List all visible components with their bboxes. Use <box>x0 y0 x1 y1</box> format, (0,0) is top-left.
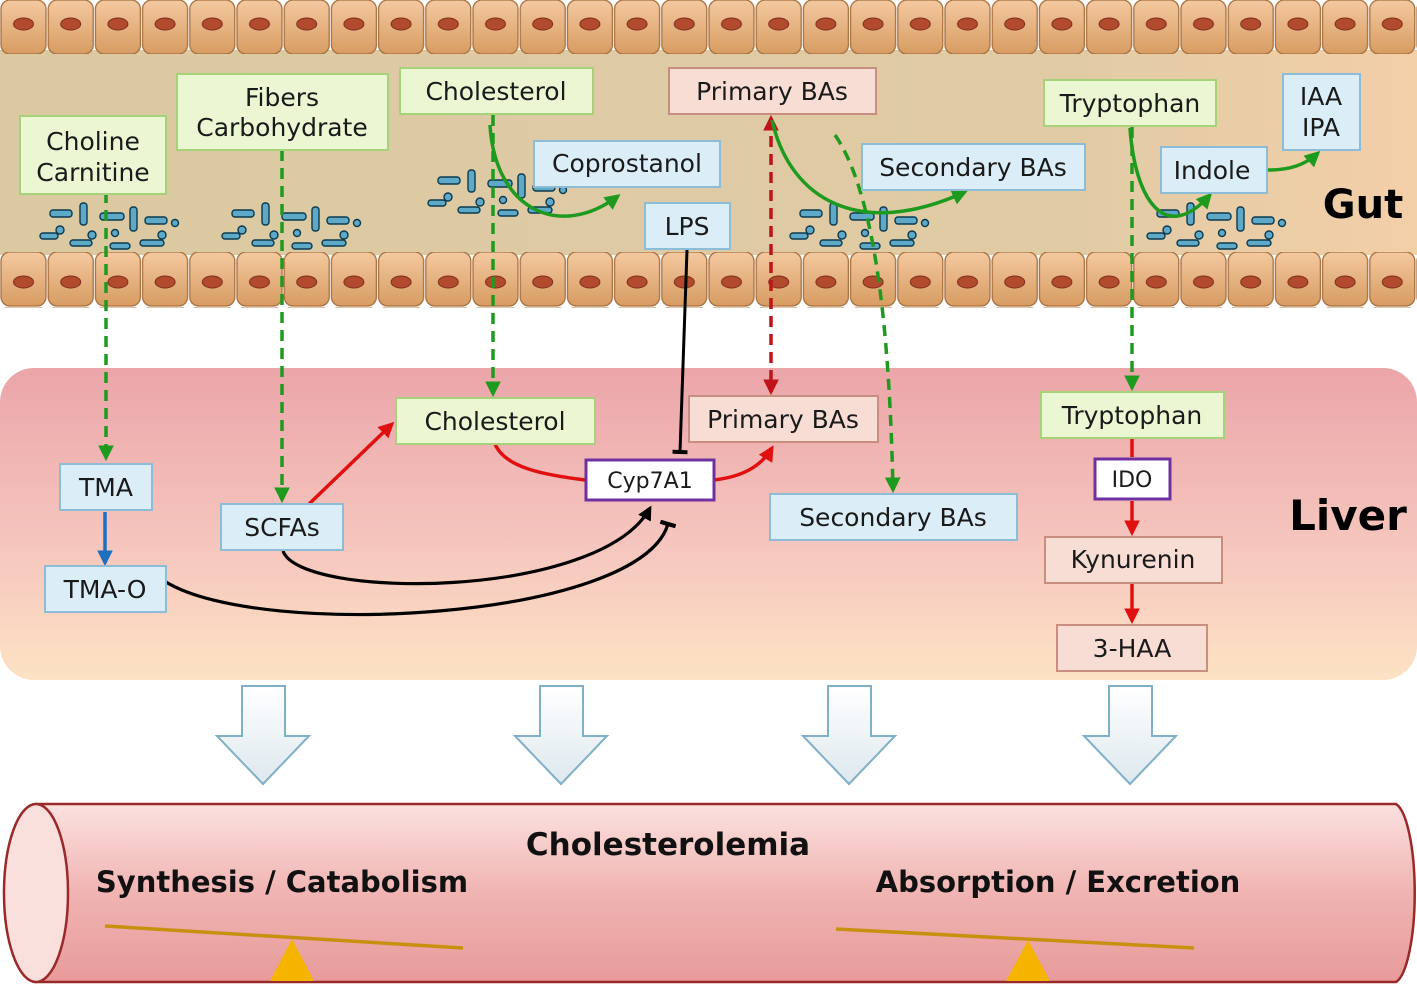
cholesterolemia-title: Cholesterolemia <box>526 827 810 863</box>
node-liver-ido: IDO <box>1093 457 1172 501</box>
microbiota-cluster-3 <box>427 169 568 217</box>
liver-region <box>0 368 1417 680</box>
synthesis-catabolism-label: Synthesis / Catabolism <box>96 865 468 899</box>
inhibition-lps-to-cyp7a1 <box>672 249 689 455</box>
node-liver-tma: TMA <box>59 463 153 511</box>
gut-secondary-bas-label: Secondary BAs <box>879 153 1067 182</box>
node-liver-scfas: SCFAs <box>220 503 344 551</box>
line-cholesterol-to-cyp7a1 <box>493 443 586 482</box>
liver-primary-bas-label: Primary BAs <box>707 405 859 434</box>
gut-region-label: Gut <box>1323 182 1403 228</box>
balance-scale-right <box>835 927 1195 981</box>
node-liver-cholesterol: Cholesterol <box>395 397 596 445</box>
gut-indole-label: Indole <box>1174 156 1251 185</box>
node-gut-indole: Indole <box>1160 146 1268 194</box>
node-liver-tryptophan: Tryptophan <box>1040 391 1225 439</box>
arrow-cholesterol-to-coprostanol <box>488 124 621 218</box>
gut-choline-line2: Carnitine <box>36 158 149 187</box>
connectors <box>97 114 1321 625</box>
arrow-indole-to-iaa-ipa <box>1267 150 1321 172</box>
liver-tma-label: TMA <box>78 473 133 502</box>
liver-cyp7a1-label: Cyp7A1 <box>607 469 692 494</box>
node-gut-choline-carnitine: Choline Carnitine <box>19 115 167 195</box>
node-gut-fibers-carbohydrate: Fibers Carbohydrate <box>176 73 389 151</box>
node-liver-secondary-bas: Secondary BAs <box>769 493 1018 541</box>
inhibition-tmao-to-cyp7a1 <box>165 519 677 617</box>
down-arrow-icon <box>1081 685 1179 786</box>
microbiota-cluster-2 <box>221 202 362 250</box>
node-gut-lps: LPS <box>644 202 731 250</box>
svg-text:Fibers: Fibers <box>245 83 319 112</box>
microbiota-cluster-5 <box>1146 202 1287 250</box>
svg-text:Choline: Choline <box>46 127 140 156</box>
gut-primary-bas-label: Primary BAs <box>696 77 848 106</box>
liver-3haa-label: 3-HAA <box>1093 634 1172 663</box>
liver-kynurenin-label: Kynurenin <box>1071 545 1196 574</box>
node-liver-cyp7a1: Cyp7A1 <box>584 458 716 502</box>
liver-tmao-label: TMA-O <box>63 575 147 604</box>
gut-lps-label: LPS <box>665 212 710 241</box>
arrow-scfas-to-cholesterol <box>306 421 395 507</box>
down-arrow-icon <box>512 685 610 786</box>
liver-scfas-label: SCFAs <box>244 513 320 542</box>
blood-vessel <box>2 802 1416 984</box>
epithelium-bottom <box>0 252 1417 308</box>
node-gut-coprostanol: Coprostanol <box>533 140 721 188</box>
gut-coprostanol-label: Coprostanol <box>552 149 702 178</box>
svg-text:IPA: IPA <box>1302 113 1340 142</box>
gut-ipa-label: IPA <box>1302 113 1340 142</box>
down-arrow-icon <box>214 685 312 786</box>
gut-iaa-label: IAA <box>1300 82 1342 111</box>
node-gut-iaa-ipa: IAA IPA <box>1282 73 1361 151</box>
node-gut-secondary-bas: Secondary BAs <box>861 143 1086 191</box>
node-gut-primary-bas: Primary BAs <box>668 67 877 115</box>
gut-fibers-line1: Fibers <box>245 83 319 112</box>
gut-tryptophan-label: Tryptophan <box>1059 89 1201 118</box>
liver-secondary-bas-label: Secondary BAs <box>799 503 987 532</box>
absorption-excretion-label: Absorption / Excretion <box>876 865 1241 899</box>
liver-cholesterol-label: Cholesterol <box>424 407 565 436</box>
svg-text:Carnitine: Carnitine <box>36 158 149 187</box>
svg-text:Carbohydrate: Carbohydrate <box>196 113 368 142</box>
node-liver-kynurenin: Kynurenin <box>1044 536 1223 584</box>
epithelium-top <box>0 0 1417 54</box>
arrow-tryptophan-to-indole <box>1128 127 1213 218</box>
node-gut-tryptophan: Tryptophan <box>1043 79 1217 127</box>
liver-ido-label: IDO <box>1112 468 1153 493</box>
node-liver-primary-bas: Primary BAs <box>688 395 879 443</box>
gut-cholesterol-label: Cholesterol <box>425 77 566 106</box>
balance-scale-left <box>104 924 464 981</box>
gut-choline-line1: Choline <box>46 127 140 156</box>
node-liver-3haa: 3-HAA <box>1056 624 1208 672</box>
down-arrow-icon <box>800 685 898 786</box>
microbiota-cluster-1 <box>39 202 180 250</box>
liver-region-label: Liver <box>1289 491 1407 540</box>
node-gut-cholesterol: Cholesterol <box>399 67 594 115</box>
arrow-primary-to-secondary-bas <box>770 119 968 215</box>
node-liver-tmao: TMA-O <box>44 565 167 613</box>
arrow-secondary-bas-to-liver <box>833 134 901 494</box>
gut-fibers-line2: Carbohydrate <box>196 113 368 142</box>
flow-arrows <box>214 685 1179 786</box>
liver-tryptophan-label: Tryptophan <box>1061 401 1203 430</box>
arrow-scfas-to-cyp7a1 <box>281 505 652 586</box>
svg-text:IAA: IAA <box>1300 82 1342 111</box>
arrow-cyp7a1-to-primary-bas <box>713 445 774 482</box>
